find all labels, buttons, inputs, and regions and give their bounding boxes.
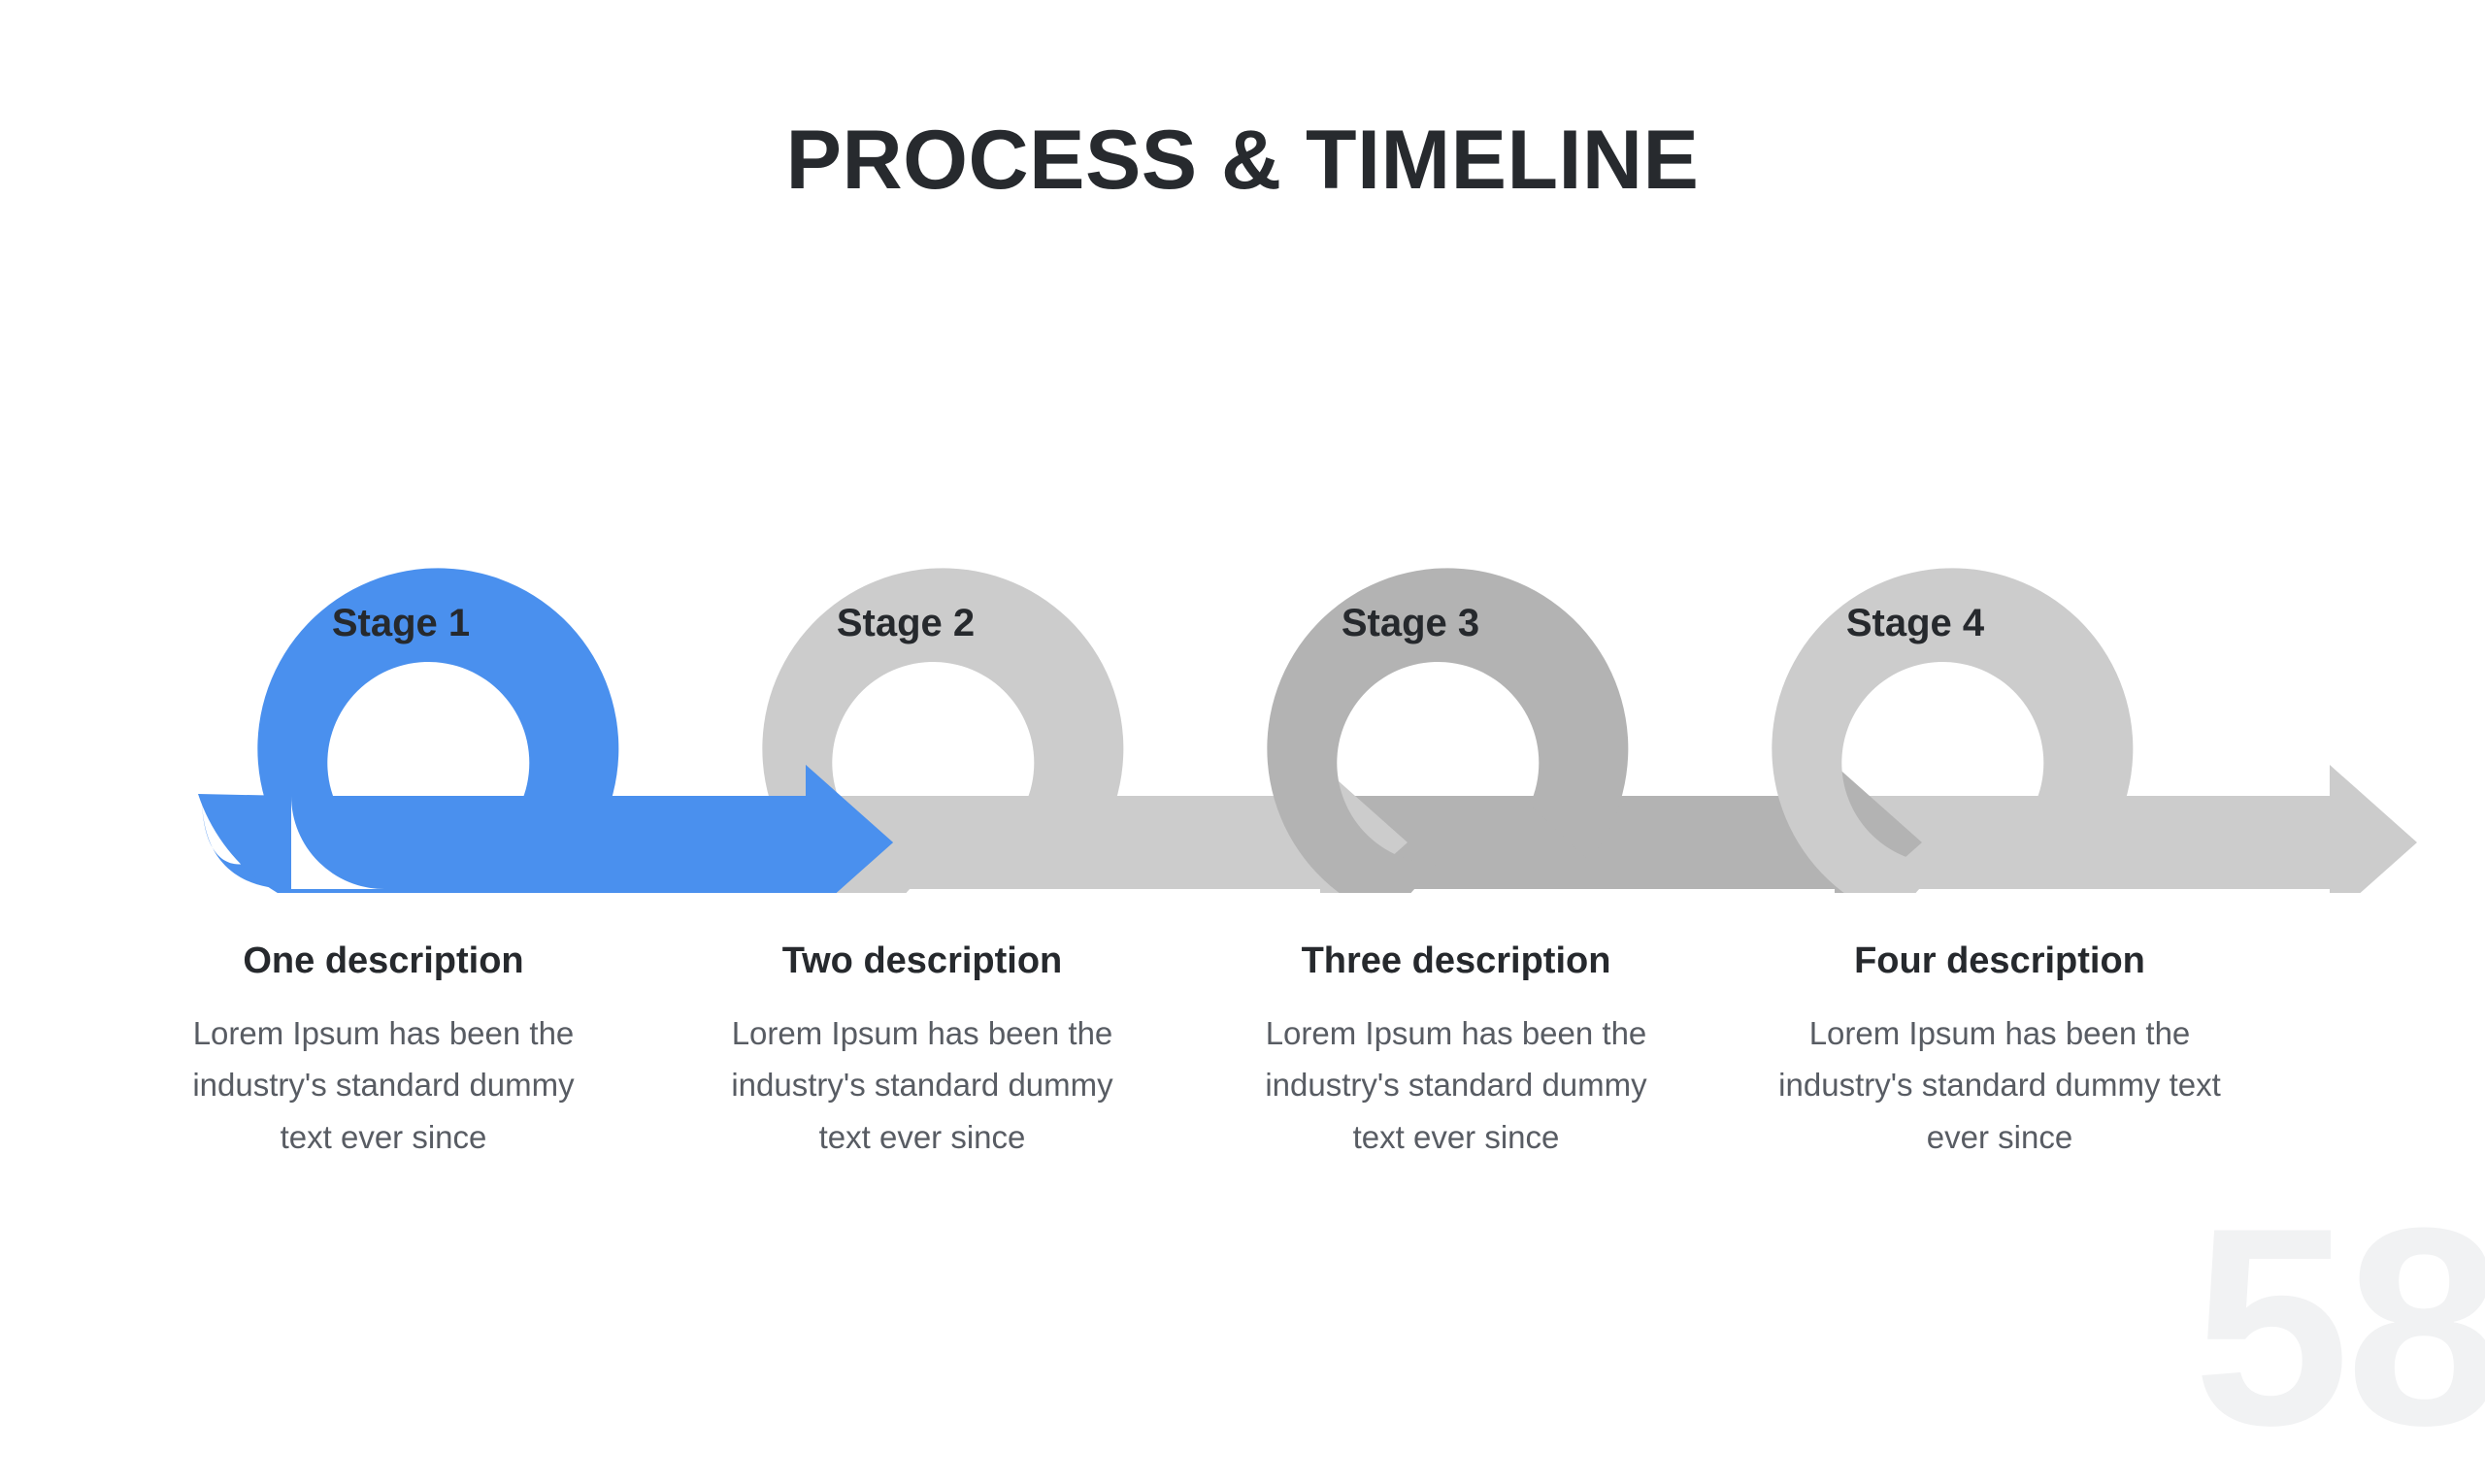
page-number: 58 bbox=[2193, 1170, 2485, 1484]
arrow-segment-3 bbox=[1330, 765, 1922, 893]
arrow-head-1 bbox=[291, 765, 893, 893]
description-block-4: Four description Lorem Ipsum has been th… bbox=[1772, 940, 2228, 1163]
description-block-1: One description Lorem Ipsum has been the… bbox=[180, 940, 587, 1163]
description-block-2: Two description Lorem Ipsum has been the… bbox=[718, 940, 1126, 1163]
arrow-segment-4 bbox=[1844, 765, 2417, 893]
process-timeline-diagram: Stage 1 Stage 2 Stage 3 Stage 4 bbox=[0, 408, 2485, 893]
stage-ring-2 bbox=[762, 568, 1124, 893]
stage-label-4: Stage 4 bbox=[1845, 602, 1985, 644]
description-title-4: Four description bbox=[1854, 940, 2145, 981]
description-title-3: Three description bbox=[1301, 940, 1611, 981]
page-title: PROCESS & TIMELINE bbox=[785, 114, 1700, 207]
stage-label-2: Stage 2 bbox=[836, 602, 976, 644]
stage-ring-3 bbox=[1267, 568, 1629, 893]
description-title-1: One description bbox=[243, 940, 524, 981]
stage-label-1: Stage 1 bbox=[331, 602, 471, 644]
arrow-elbow-mask-1 bbox=[291, 796, 384, 889]
arrow-join-1 bbox=[198, 794, 806, 893]
description-body-3: Lorem Ipsum has been the industry's stan… bbox=[1265, 1014, 1647, 1155]
description-body-4: Lorem Ipsum has been the industry's stan… bbox=[1778, 1014, 2221, 1155]
description-block-3: Three description Lorem Ipsum has been t… bbox=[1252, 940, 1660, 1163]
description-title-2: Two description bbox=[781, 940, 1063, 981]
slide-canvas: PROCESS & TIMELINE bbox=[0, 114, 2485, 1468]
stage-ring-4 bbox=[1772, 568, 2134, 893]
description-body-2: Lorem Ipsum has been the industry's stan… bbox=[731, 1014, 1113, 1155]
description-body-1: Lorem Ipsum has been the industry's stan… bbox=[192, 1014, 575, 1155]
stage-label-3: Stage 3 bbox=[1341, 602, 1480, 644]
arrow-segment-2 bbox=[825, 765, 1408, 893]
